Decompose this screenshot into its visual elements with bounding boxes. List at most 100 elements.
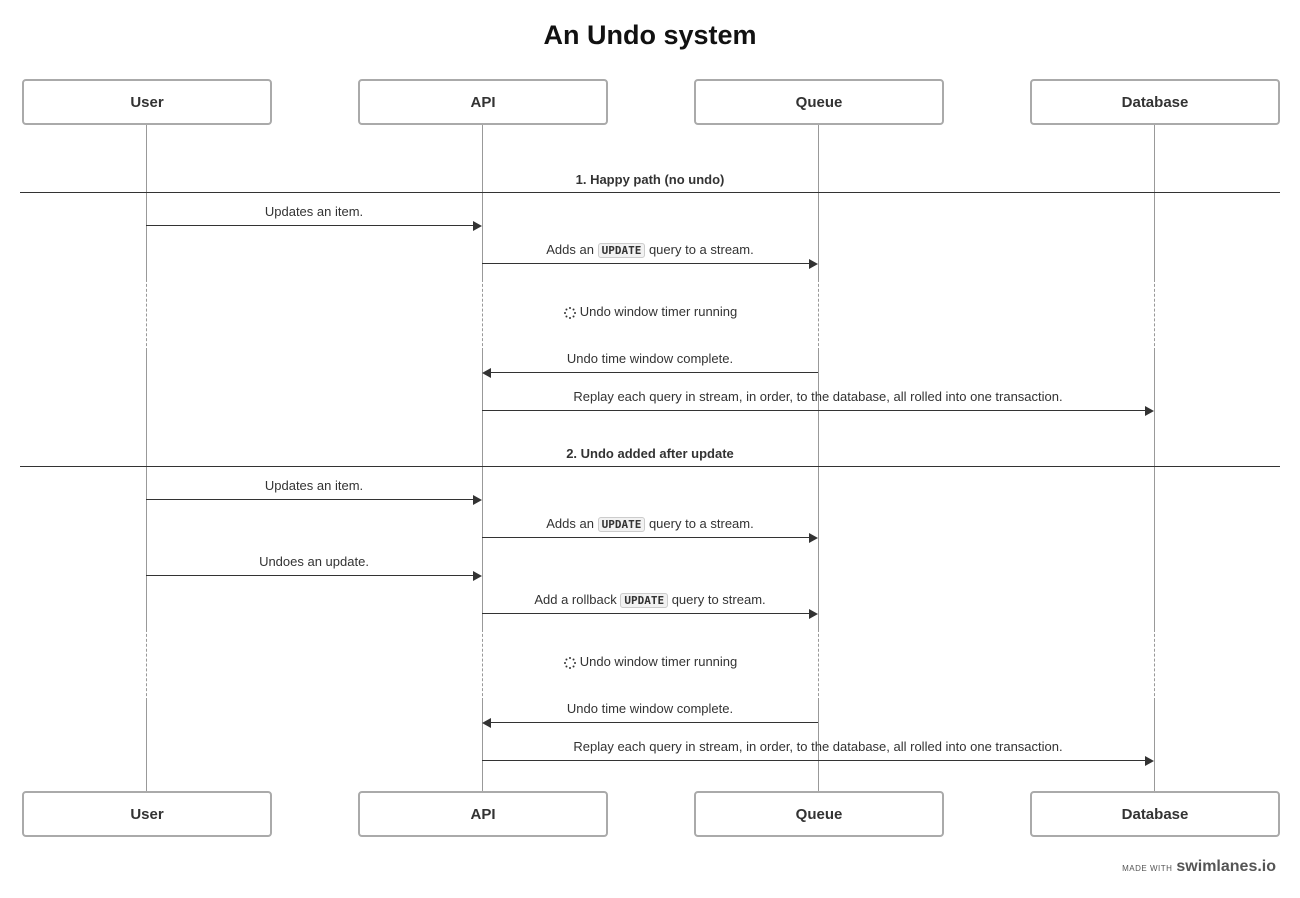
spinner-dot [572, 315, 575, 318]
footer-brand[interactable]: MADE WITH swimlanes.io [1122, 858, 1276, 880]
made-with-label: MADE WITH [1122, 864, 1173, 873]
actor-box-user-top: User [22, 79, 272, 125]
message-s2-after-2-text: Replay each query in stream, in order, t… [573, 739, 1063, 754]
lifeline-api [482, 351, 483, 629]
message-s1-after-1-text: Undo time window complete. [566, 351, 734, 366]
message-s2-main-4-arrow-line [482, 613, 810, 614]
spinner-dot [568, 306, 571, 309]
lifeline-api [482, 125, 483, 279]
lifeline-user [146, 125, 147, 279]
spinner-dot [565, 308, 568, 311]
spinner-dot [573, 661, 576, 664]
message-s1-after-2-arrowhead [1145, 405, 1154, 416]
section-title-1: 1. Happy path (no undo) [575, 172, 725, 187]
delay-notice-2: Undo window timer running [20, 653, 1280, 671]
spinner-icon [563, 306, 576, 319]
message-s1-after-2-label: Replay each query in stream, in order, t… [482, 388, 1154, 406]
actor-box-queue-top: Queue [694, 79, 944, 125]
spinner-dot [568, 656, 571, 659]
lifeline-queue-delay [818, 629, 819, 701]
message-s2-after-2-label: Replay each query in stream, in order, t… [482, 738, 1154, 756]
actor-box-user-bottom: User [22, 791, 272, 837]
message-s2-main-3-arrow-line [146, 575, 474, 576]
actor-box-api-top: API [358, 79, 608, 125]
message-s2-main-2-label: Adds an UPDATE query to a stream. [482, 515, 818, 533]
message-s2-main-2-arrowhead [809, 532, 818, 543]
message-s2-main-2-text: Adds an [546, 516, 598, 531]
message-s2-after-1-arrow-line [490, 722, 818, 723]
lifeline-database [1154, 701, 1155, 791]
message-s1-main-1-label: Updates an item. [146, 203, 482, 221]
lifeline-api-delay [482, 629, 483, 701]
lifeline-database-delay [1154, 279, 1155, 351]
spinner-dot [568, 316, 571, 319]
actor-box-database-top: Database [1030, 79, 1280, 125]
message-s1-main-2-label: Adds an UPDATE query to a stream. [482, 241, 818, 259]
lifeline-queue [818, 125, 819, 279]
message-s2-main-1-text: Updates an item. [264, 478, 364, 493]
spinner-dot [563, 661, 566, 664]
lifeline-user [146, 351, 147, 629]
message-s1-main-2-code: UPDATE [597, 243, 646, 258]
message-s1-after-2-arrow-line [482, 410, 1146, 411]
spinner-dot [572, 665, 575, 668]
message-s1-main-1-arrow-line [146, 225, 474, 226]
actor-box-queue-bottom: Queue [694, 791, 944, 837]
message-s2-main-3-text: Undoes an update. [259, 554, 369, 569]
spinner-dot [572, 308, 575, 311]
section-divider-1 [20, 192, 1280, 193]
spinner-dot [565, 658, 568, 661]
lifeline-database-delay [1154, 629, 1155, 701]
message-s2-main-2-arrow-line [482, 537, 810, 538]
spinner-icon [563, 656, 576, 669]
lifeline-api [482, 701, 483, 791]
message-s2-after-1-arrowhead [482, 717, 491, 728]
lifeline-user-delay [146, 279, 147, 351]
message-s1-after-1-arrowhead [482, 367, 491, 378]
message-s1-after-1-label: Undo time window complete. [482, 350, 818, 368]
message-s2-main-3-label: Undoes an update. [146, 553, 482, 571]
message-s2-after-2-arrowhead [1145, 755, 1154, 766]
message-s1-main-2-arrow-line [482, 263, 810, 264]
diagram-title: An Undo system [543, 20, 757, 50]
message-s1-main-2-text: Adds an [546, 242, 598, 257]
lifeline-queue [818, 351, 819, 629]
spinner-dot [565, 665, 568, 668]
section-title-2: 2. Undo added after update [566, 446, 734, 461]
delay-text: Undo window timer running [579, 654, 738, 669]
message-s2-main-1-arrowhead [473, 494, 482, 505]
message-s1-main-1-text: Updates an item. [264, 204, 364, 219]
message-s2-main-4-text: Add a rollback [534, 592, 621, 607]
actor-box-api-bottom: API [358, 791, 608, 837]
message-s2-main-1-label: Updates an item. [146, 477, 482, 495]
lifeline-api-delay [482, 279, 483, 351]
spinner-dot [563, 311, 566, 314]
lifeline-queue-delay [818, 279, 819, 351]
message-s2-main-2-text-after: query to a stream. [645, 516, 754, 531]
message-s2-after-2-arrow-line [482, 760, 1146, 761]
lifeline-user-delay [146, 629, 147, 701]
lifeline-user [146, 701, 147, 791]
message-s1-main-2-text-after: query to a stream. [645, 242, 754, 257]
spinner-dot [572, 658, 575, 661]
message-s2-main-4-text-after: query to stream. [668, 592, 766, 607]
delay-text: Undo window timer running [579, 304, 738, 319]
message-s2-main-4-arrowhead [809, 608, 818, 619]
spinner-dot [573, 311, 576, 314]
message-s2-main-2-code: UPDATE [597, 517, 646, 532]
section-divider-2 [20, 466, 1280, 467]
message-s2-main-1-arrow-line [146, 499, 474, 500]
message-s1-main-2-arrowhead [809, 258, 818, 269]
message-s1-after-2-text: Replay each query in stream, in order, t… [573, 389, 1063, 404]
lifeline-database [1154, 125, 1155, 279]
actor-box-database-bottom: Database [1030, 791, 1280, 837]
message-s1-after-1-arrow-line [490, 372, 818, 373]
message-s2-main-4-code: UPDATE [620, 593, 669, 608]
lifeline-queue [818, 701, 819, 791]
message-s2-after-1-label: Undo time window complete. [482, 700, 818, 718]
swimlanes-brand-link[interactable]: swimlanes.io [1176, 858, 1276, 875]
lifeline-database [1154, 351, 1155, 629]
message-s1-main-1-arrowhead [473, 220, 482, 231]
message-s2-main-4-label: Add a rollback UPDATE query to stream. [482, 591, 818, 609]
message-s2-main-3-arrowhead [473, 570, 482, 581]
